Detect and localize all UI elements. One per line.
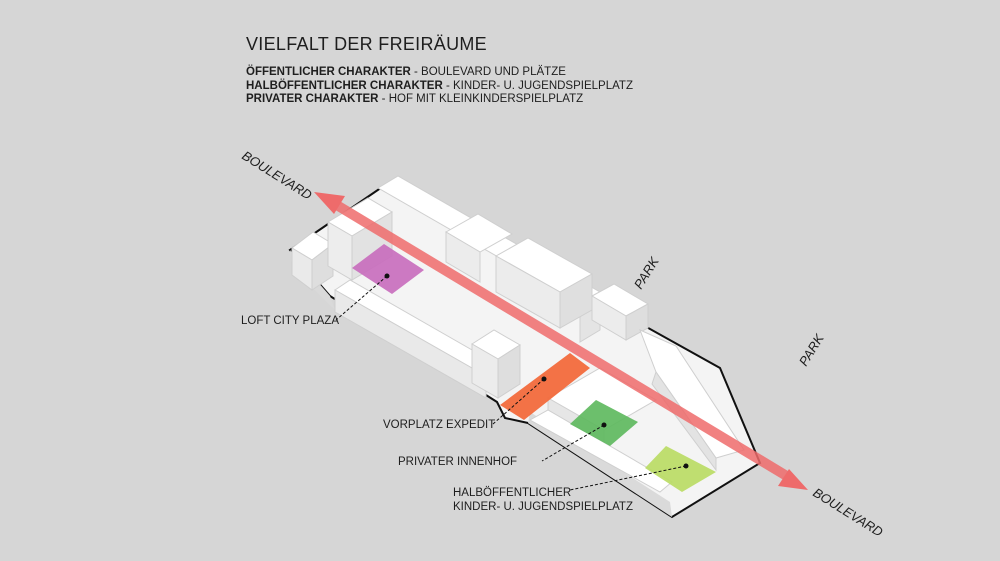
leader-dots bbox=[384, 273, 689, 469]
block-mid-a-front bbox=[445, 231, 481, 283]
legend-item-public: ÖFFENTLICHER CHARAKTER - BOULEVARD UND P… bbox=[246, 66, 633, 80]
loft-city-plaza-area bbox=[352, 244, 424, 294]
legend-item-semipublic: HALBÖFFENTLICHER CHARAKTER - KINDER- U. … bbox=[246, 80, 633, 94]
legend-semipublic-bold: HALBÖFFENTLICHER CHARAKTER bbox=[246, 79, 443, 92]
legend-public-text: - BOULEVARD UND PLÄTZE bbox=[410, 66, 566, 78]
wing-right-inner bbox=[651, 370, 717, 472]
legend-item-private: PRIVATER CHARAKTER - HOF MIT KLEINKINDER… bbox=[246, 93, 633, 107]
label-loft-city-plaza: LOFT CITY PLAZA bbox=[241, 315, 339, 327]
page-title: VIELFALT DER FREIRÄUME bbox=[246, 34, 487, 54]
label-privater-innenhof: PRIVATER INNENHOF bbox=[398, 456, 517, 468]
label-park-2: PARK bbox=[796, 330, 828, 368]
label-vorplatz-expedit: VORPLATZ EXPEDIT bbox=[383, 419, 495, 431]
legend-private-bold: PRIVATER CHARAKTER bbox=[246, 93, 379, 105]
block-front-mid-side bbox=[497, 344, 521, 399]
legend: ÖFFENTLICHER CHARAKTER - BOULEVARD UND P… bbox=[246, 66, 633, 107]
bar-front-face bbox=[334, 289, 487, 399]
leader-lines bbox=[335, 275, 687, 491]
arrow-head-bottom bbox=[778, 469, 808, 490]
label-spielplatz-line1: HALBÖFFENTLICHER bbox=[453, 487, 571, 499]
legend-private-text: - HOF MIT KLEINKINDERSPIELPLATZ bbox=[378, 93, 584, 105]
arrow-head-top bbox=[314, 192, 345, 214]
label-spielplatz-line2: KINDER- U. JUGENDSPIELPLATZ bbox=[453, 501, 633, 513]
label-boulevard-top: BOULEVARD bbox=[239, 148, 314, 203]
wing-right-top bbox=[639, 329, 745, 459]
spielplatz-area bbox=[645, 446, 716, 492]
legend-semipublic-text: - KINDER- U. JUGENDSPIELPLATZ bbox=[442, 79, 633, 92]
label-park-1: PARK bbox=[631, 253, 663, 291]
vorplatz-expedit-area bbox=[500, 353, 590, 420]
label-boulevard-bottom: BOULEVARD bbox=[810, 485, 885, 540]
boulevard-arrow bbox=[314, 192, 808, 490]
legend-public-bold: ÖFFENTLICHER CHARAKTER bbox=[246, 66, 411, 78]
